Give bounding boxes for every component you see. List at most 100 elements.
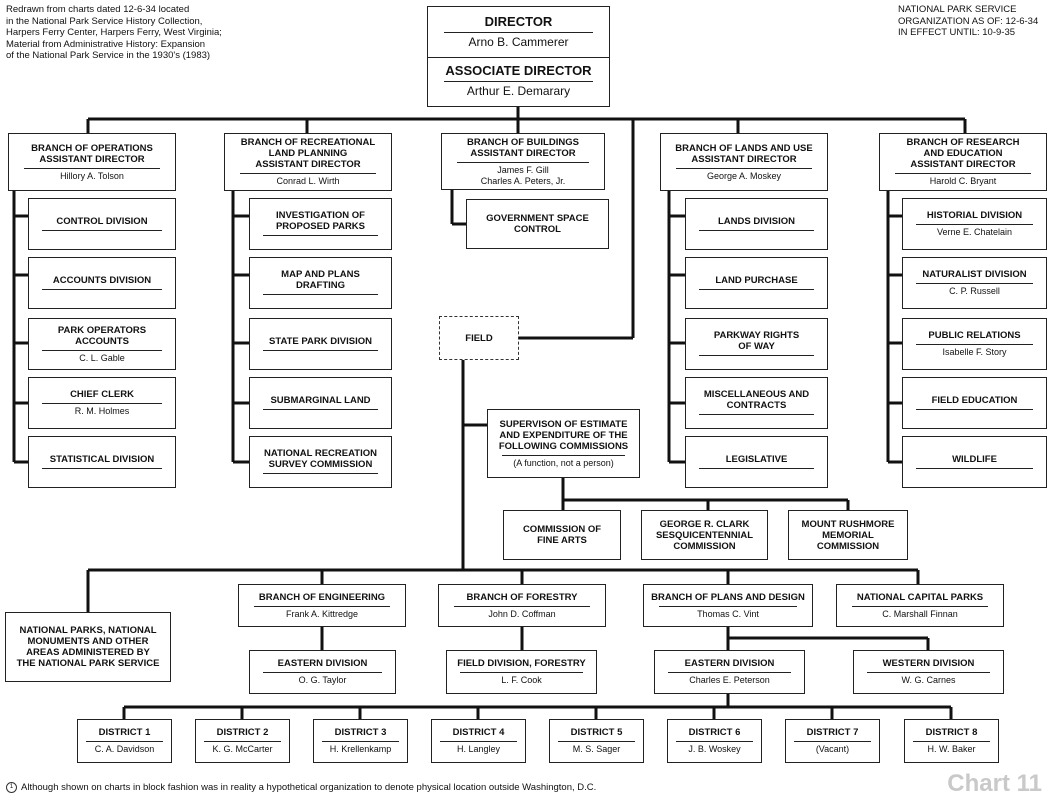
branch-head-name: Conrad L. Wirth	[276, 176, 340, 186]
unit-box: MAP AND PLANS DRAFTING	[249, 257, 392, 309]
district-box: DISTRICT 2 K. G. McCarter	[195, 719, 290, 763]
unit-title: NATIONAL RECREATION SURVEY COMMISSION	[264, 448, 377, 470]
branch-head-name: Harold C. Bryant	[929, 176, 997, 186]
field-branch-box: BRANCH OF ENGINEERING Frank A. Kittredge	[238, 584, 406, 627]
district-head-name: C. A. Davidson	[94, 744, 155, 754]
district-title: DISTRICT 3	[334, 727, 387, 738]
branch-title: BRANCH OF LANDS AND USE ASSISTANT DIRECT…	[675, 142, 813, 165]
unit-box: PARKWAY RIGHTS OF WAY	[685, 318, 828, 370]
associate-director-name: Arthur E. Demarary	[466, 84, 571, 98]
branch-title: BRANCH OF RECREATIONAL LAND PLANNING ASS…	[240, 137, 376, 170]
unit-title: HISTORIAL DIVISION	[926, 210, 1023, 221]
district-head-name: M. S. Sager	[572, 744, 621, 754]
district-title: DISTRICT 8	[925, 727, 978, 738]
unit-title: LANDS DIVISION	[717, 215, 796, 227]
district-head-name: J. B. Woskey	[688, 744, 741, 754]
branch-lands-box: BRANCH OF LANDS AND USE ASSISTANT DIRECT…	[660, 133, 828, 191]
branch-recreational-box: BRANCH OF RECREATIONAL LAND PLANNING ASS…	[224, 133, 392, 191]
unit-box: LAND PURCHASE	[685, 257, 828, 309]
unit-box: STATISTICAL DIVISION	[28, 436, 176, 488]
field-branch-title: BRANCH OF FORESTRY	[466, 591, 578, 603]
unit-title: FIELD EDUCATION	[931, 394, 1018, 406]
district-box: DISTRICT 7 (Vacant)	[785, 719, 880, 763]
unit-box: CONTROL DIVISION	[28, 198, 176, 250]
unit-head-name: C. P. Russell	[949, 286, 1000, 296]
field-title: FIELD	[465, 332, 493, 344]
district-title: DISTRICT 5	[570, 727, 623, 738]
branch-title: BRANCH OF RESEARCH AND EDUCATION ASSISTA…	[906, 137, 1020, 170]
organization-date-note: NATIONAL PARK SERVICE ORGANIZATION AS OF…	[898, 4, 1039, 38]
field-division-title: EASTERN DIVISION	[684, 658, 775, 669]
unit-title: PUBLIC RELATIONS	[928, 330, 1021, 341]
source-note: Redrawn from charts dated 12-6-34 locate…	[6, 4, 222, 61]
field-branch-box: BRANCH OF PLANS AND DESIGN Thomas C. Vin…	[643, 584, 813, 627]
unit-head-name: C. L. Gable	[79, 352, 125, 363]
unit-title: PARK OPERATORS ACCOUNTS	[57, 324, 147, 347]
unit-title: NATURALIST DIVISION	[922, 269, 1027, 280]
unit-box: ACCOUNTS DIVISION	[28, 257, 176, 309]
unit-box: STATE PARK DIVISION	[249, 318, 392, 370]
district-box: DISTRICT 5 M. S. Sager	[549, 719, 644, 763]
unit-head-name: Isabelle F. Story	[942, 347, 1007, 357]
branch-title: BRANCH OF OPERATIONS ASSISTANT DIRECTOR	[31, 142, 153, 165]
unit-title: ACCOUNTS DIVISION	[52, 274, 152, 286]
field-branch-head-name: Frank A. Kittredge	[285, 608, 359, 619]
unit-box: PARK OPERATORS ACCOUNTS C. L. Gable	[28, 318, 176, 370]
field-branch-title: BRANCH OF ENGINEERING	[258, 591, 386, 603]
field-branch-title: NATIONAL CAPITAL PARKS	[856, 591, 984, 603]
unit-title: CONTROL DIVISION	[56, 215, 148, 227]
supervision-title: SUPERVISON OF ESTIMATE AND EXPENDITURE O…	[498, 418, 629, 452]
commission-box: COMMISSION OF FINE ARTS	[503, 510, 621, 560]
unit-box: NATIONAL RECREATION SURVEY COMMISSION	[249, 436, 392, 488]
national-parks-box: NATIONAL PARKS, NATIONAL MONUMENTS AND O…	[5, 612, 171, 682]
supervision-box: SUPERVISON OF ESTIMATE AND EXPENDITURE O…	[487, 409, 640, 478]
district-head-name: (Vacant)	[815, 744, 850, 754]
district-head-name: H. W. Baker	[927, 744, 976, 754]
unit-box: GOVERNMENT SPACE CONTROL	[466, 199, 609, 249]
unit-box: WILDLIFE	[902, 436, 1047, 488]
commission-title: COMMISSION OF FINE ARTS	[522, 524, 602, 546]
national-parks-title: NATIONAL PARKS, NATIONAL MONUMENTS AND O…	[16, 625, 160, 669]
branch-operations-box: BRANCH OF OPERATIONS ASSISTANT DIRECTOR …	[8, 133, 176, 191]
branch-head-name: James F. Gill Charles A. Peters, Jr.	[480, 164, 566, 186]
district-box: DISTRICT 1 C. A. Davidson	[77, 719, 172, 763]
unit-box: LEGISLATIVE	[685, 436, 828, 488]
unit-title: LEGISLATIVE	[725, 453, 788, 465]
unit-box: SUBMARGINAL LAND	[249, 377, 392, 429]
unit-box: NATURALIST DIVISION C. P. Russell	[902, 257, 1047, 309]
unit-box: PUBLIC RELATIONS Isabelle F. Story	[902, 318, 1047, 370]
unit-title: SUBMARGINAL LAND	[270, 394, 371, 406]
commission-box: MOUNT RUSHMORE MEMORIAL COMMISSION	[788, 510, 908, 560]
unit-title: STATE PARK DIVISION	[269, 335, 372, 347]
supervision-note: (A function, not a person)	[513, 457, 614, 468]
unit-head-name: R. M. Holmes	[74, 406, 130, 416]
field-branch-box: BRANCH OF FORESTRY John D. Coffman	[438, 584, 606, 627]
district-head-name: H. Krellenkamp	[329, 744, 392, 754]
director-block: DIRECTOR Arno B. Cammerer ASSOCIATE DIRE…	[427, 6, 610, 107]
unit-box: MISCELLANEOUS AND CONTRACTS	[685, 377, 828, 429]
field-division-box: EASTERN DIVISION Charles E. Peterson	[654, 650, 805, 694]
unit-box: HISTORIAL DIVISION Verne E. Chatelain	[902, 198, 1047, 250]
field-branch-head-name: John D. Coffman	[488, 608, 556, 619]
unit-title: MAP AND PLANS DRAFTING	[281, 269, 360, 291]
field-division-head-name: Charles E. Peterson	[689, 675, 770, 685]
unit-title: WILDLIFE	[952, 453, 997, 465]
district-title: DISTRICT 7	[806, 727, 859, 738]
commission-title: MOUNT RUSHMORE MEMORIAL COMMISSION	[801, 518, 895, 552]
branch-head-name: Hillory A. Tolson	[60, 170, 124, 181]
district-box: DISTRICT 8 H. W. Baker	[904, 719, 999, 763]
field-branch-box: NATIONAL CAPITAL PARKS C. Marshall Finna…	[836, 584, 1004, 627]
district-box: DISTRICT 3 H. Krellenkamp	[313, 719, 408, 763]
field-division-box: WESTERN DIVISION W. G. Carnes	[853, 650, 1004, 694]
district-title: DISTRICT 4	[452, 727, 505, 738]
unit-title: INVESTIGATION OF PROPOSED PARKS	[275, 210, 366, 232]
field-division-title: EASTERN DIVISION	[277, 658, 368, 669]
field-branch-head-name: C. Marshall Finnan	[882, 608, 958, 619]
unit-box: LANDS DIVISION	[685, 198, 828, 250]
branch-head-name: George A. Moskey	[706, 170, 782, 181]
field-division-head-name: O. G. Taylor	[298, 675, 347, 685]
footnote-text: Although shown on charts in block fashio…	[21, 782, 597, 794]
unit-box: CHIEF CLERK R. M. Holmes	[28, 377, 176, 429]
director-title: DIRECTOR	[484, 14, 553, 29]
